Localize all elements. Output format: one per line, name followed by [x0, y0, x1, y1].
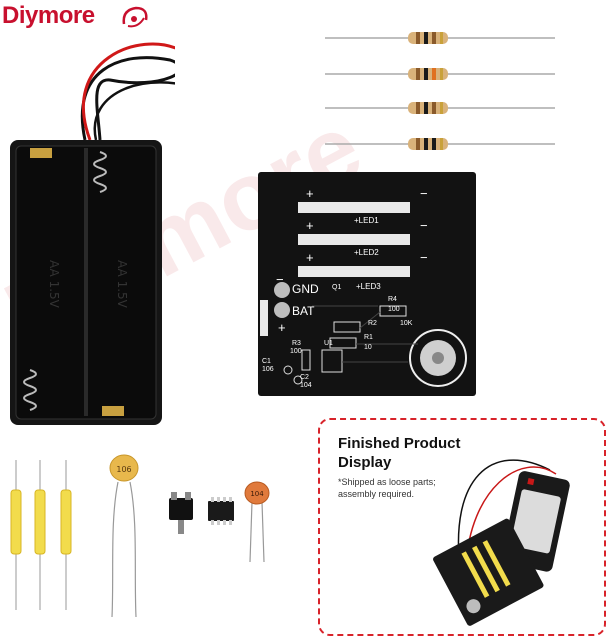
pcb-led2-label: +LED2: [354, 248, 379, 257]
pcb-board-art: [258, 172, 476, 396]
ceramic-capacitor-icon: 106: [109, 454, 139, 618]
pcb-led1-label: +LED1: [354, 216, 379, 225]
pcb-r4-value: 100: [388, 306, 400, 313]
svg-text:AA 1.5V: AA 1.5V: [115, 260, 129, 309]
pcb-c1-label: C1: [262, 358, 271, 365]
pcb-minus-3: −: [420, 250, 428, 265]
pcb-c1-value: 106: [262, 366, 274, 373]
pcb-led3-label: +LED3: [356, 282, 381, 291]
pcb-c2-value: 104: [300, 382, 312, 389]
pcb-minus-4: −: [276, 272, 284, 287]
pcb-r1-value: 10: [364, 344, 372, 351]
finished-product-panel: Finished Product Display *Shipped as loo…: [318, 418, 606, 636]
pcb-r2-label: R2: [368, 320, 377, 327]
yellow-led-icon: [10, 460, 72, 610]
ceramic-capacitor-small-icon: 104: [244, 481, 270, 563]
battery-holder-icon: AA 1.5V AA 1.5V: [10, 42, 175, 425]
transistor-icon: [169, 492, 193, 534]
pcb-r4-label: R4: [388, 296, 397, 303]
ic-chip-icon: [208, 497, 234, 525]
pcb-minus-1: −: [420, 186, 428, 201]
svg-text:AA 1.5V: AA 1.5V: [47, 260, 61, 309]
pcb-r1-label: R1: [364, 334, 373, 341]
resistor-icon: [325, 32, 555, 150]
finished-product-note: *Shipped as loose parts; assembly requir…: [338, 477, 436, 499]
pcb-plus-2: +: [306, 218, 314, 233]
pcb-u1-label: U1: [324, 340, 333, 347]
logo-swoosh-icon: [122, 6, 148, 28]
pcb-c2-label: C2: [300, 374, 309, 381]
capacitor-small-label: 104: [250, 490, 264, 498]
assembled-kit-icon: [433, 459, 570, 626]
pcb-minus-2: −: [420, 218, 428, 233]
pcb-r3-value: 100: [290, 348, 302, 355]
pcb-gnd-label: GND: [292, 282, 319, 296]
pcb-plus-1: +: [306, 186, 314, 201]
pcb-plus-3: +: [306, 250, 314, 265]
brand-name: Diymore: [2, 2, 95, 29]
pcb-q1-label: Q1: [332, 284, 342, 291]
brand-logo: Diymore: [2, 2, 152, 38]
finished-product-title: Finished Product Display: [338, 435, 461, 471]
capacitor-large-label: 106: [116, 465, 131, 474]
pcb-r2-value: 10K: [400, 320, 413, 327]
pcb-plus-bat: +: [278, 320, 286, 335]
pcb-board-icon: + − + − + − − +LED1 +LED2 +LED3 GND BAT …: [258, 172, 476, 396]
pcb-bat-label: BAT: [292, 304, 315, 318]
pcb-r3-label: R3: [292, 340, 301, 347]
